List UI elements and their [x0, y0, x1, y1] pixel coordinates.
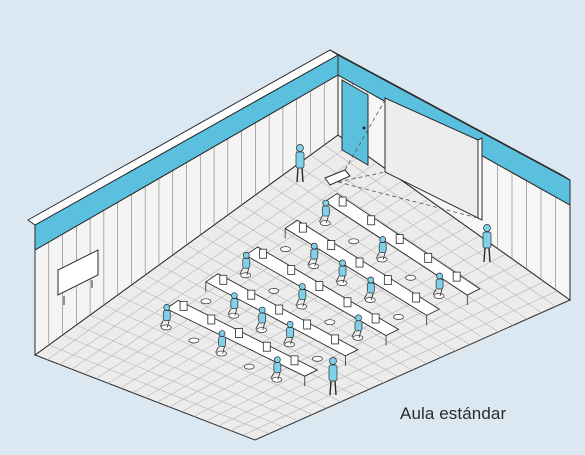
chair — [280, 246, 291, 253]
student-desks — [160, 192, 481, 387]
monitor — [259, 248, 268, 259]
door-handle — [362, 126, 366, 130]
right-wall-top — [329, 49, 571, 181]
student — [307, 242, 319, 267]
monitor — [290, 355, 299, 366]
projection-screen-frame — [477, 137, 483, 221]
student — [335, 259, 347, 284]
door — [341, 79, 369, 166]
monitor — [179, 300, 188, 311]
monitor — [371, 313, 380, 324]
monitor — [327, 240, 336, 251]
monitor — [235, 328, 243, 339]
left-wall-panels — [48, 82, 325, 345]
chair — [240, 272, 252, 279]
monitor — [315, 281, 324, 291]
desk-row — [204, 273, 359, 357]
student — [227, 292, 239, 316]
chair — [268, 288, 280, 294]
monitor — [452, 271, 461, 282]
student — [239, 251, 251, 276]
student — [283, 321, 294, 345]
projector — [324, 169, 351, 186]
chair — [393, 314, 404, 320]
student — [363, 276, 375, 301]
people — [159, 144, 492, 396]
student — [255, 306, 267, 331]
chair — [228, 312, 240, 319]
monitor — [331, 334, 339, 345]
monitor — [383, 275, 392, 285]
student — [295, 283, 307, 307]
chair — [216, 350, 227, 357]
monitor — [355, 257, 364, 268]
chair — [160, 324, 172, 331]
monitor — [287, 264, 296, 275]
monitor — [247, 289, 256, 300]
whiteboard — [57, 249, 99, 305]
monitor — [303, 319, 312, 330]
student — [270, 356, 282, 380]
monitor — [219, 274, 228, 285]
teacher-figure — [295, 144, 305, 183]
monitor — [343, 297, 352, 308]
chair — [188, 337, 200, 344]
chair — [256, 327, 268, 333]
student — [318, 199, 330, 224]
teacher-figure — [328, 357, 338, 396]
chair — [200, 298, 212, 305]
chair — [308, 263, 320, 269]
monitor — [395, 234, 404, 244]
desk-row — [244, 246, 400, 337]
monitor — [262, 341, 271, 352]
monitor — [367, 215, 376, 226]
student — [215, 330, 226, 354]
chair — [352, 334, 364, 341]
chair — [284, 341, 295, 348]
student — [375, 236, 387, 260]
chair — [376, 256, 388, 263]
desk-row — [324, 192, 481, 296]
monitor — [338, 196, 347, 207]
teacher-figure — [482, 224, 492, 263]
chair — [271, 376, 283, 383]
student — [351, 314, 363, 338]
monitor — [298, 222, 307, 233]
chair — [243, 363, 255, 370]
chair — [433, 293, 445, 299]
monitor — [275, 304, 284, 315]
chair — [336, 280, 348, 286]
projector-beam — [337, 99, 479, 219]
student — [432, 272, 444, 297]
chair — [364, 297, 376, 303]
monitor — [207, 314, 216, 325]
chair — [324, 319, 336, 326]
desk-row — [284, 219, 441, 316]
chair — [405, 274, 416, 281]
chair — [296, 303, 308, 310]
monitor — [412, 292, 421, 303]
chair — [312, 355, 323, 362]
student — [159, 304, 171, 328]
caption-label: Aula estándar — [400, 404, 507, 423]
monitor — [424, 252, 433, 263]
chair — [319, 220, 331, 226]
chair — [348, 238, 360, 245]
